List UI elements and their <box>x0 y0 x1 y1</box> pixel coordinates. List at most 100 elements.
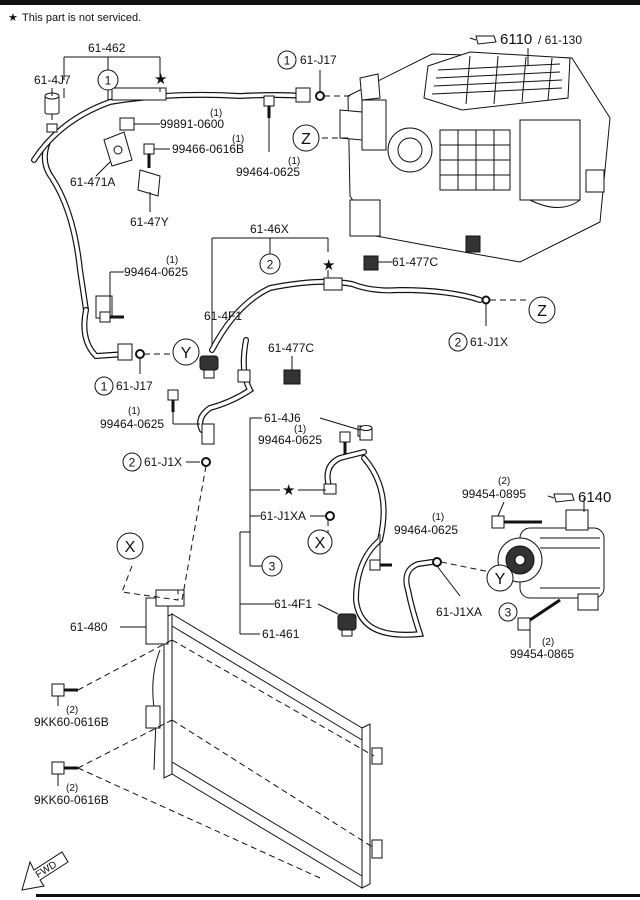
label-61-471A: 61-471A <box>70 175 115 189</box>
svg-text:2: 2 <box>129 456 136 470</box>
qty-9KK60-0616B-upper: (2) <box>66 705 78 716</box>
label-61-46X: 61-46X <box>250 222 289 236</box>
label-99464-0625-lower-left: 99464-0625 <box>258 433 322 447</box>
callout-1-top: 1 <box>97 69 119 91</box>
svg-text:Y: Y <box>495 571 506 588</box>
label-61-47Y: 61-47Y <box>130 215 169 229</box>
star-marker-461: ★ <box>282 482 295 499</box>
callout-1-j17-left: 1 <box>94 376 114 396</box>
label-6140: 6140 <box>578 489 611 506</box>
leader-lines <box>51 48 585 879</box>
label-99466-0616B: 99466-0616B <box>172 142 244 156</box>
bolt-99464-0625-left <box>99 311 124 323</box>
label-99464-0625-mid: 99464-0625 <box>100 417 164 431</box>
callout-2-j1x-right: 2 <box>448 332 468 352</box>
hose-61-46X-illustration <box>197 277 483 445</box>
label-61-462: 61-462 <box>88 41 126 55</box>
label-61-J17-top: 61-J17 <box>300 53 337 67</box>
qty-99464-0625-top: (1) <box>288 156 300 167</box>
o-ring-61-J1X-right <box>481 295 491 305</box>
svg-text:Z: Z <box>301 131 311 148</box>
star-marker-46x: ★ <box>322 257 335 274</box>
label-61-4F1-lower: 61-4F1 <box>274 597 312 611</box>
forward-arrow-icon: FWD <box>21 851 69 891</box>
svg-text:X: X <box>125 539 136 556</box>
label-99891-0600: 99891-0600 <box>160 117 224 131</box>
label-61-J1XA-lower: 61-J1XA <box>260 509 306 523</box>
bracket-61-471A <box>103 131 133 167</box>
label-61-J1X-left: 61-J1X <box>144 455 182 469</box>
bolt-99466-0616B <box>143 143 155 168</box>
svg-text:1: 1 <box>105 74 112 88</box>
callout-3-461: 3 <box>261 555 283 577</box>
label-61-130: / 61-130 <box>538 33 582 47</box>
part-61-4J7-cap <box>44 92 60 115</box>
svg-text:3: 3 <box>505 606 512 620</box>
label-61-4J7: 61-4J7 <box>34 73 71 87</box>
label-61-461: 61-461 <box>262 627 300 641</box>
label-99454-0895: 99454-0895 <box>462 487 526 501</box>
label-9KK60-0616B-upper: 9KK60-0616B <box>34 715 109 729</box>
qty-99891-0600: (1) <box>210 108 222 119</box>
label-61-J17-left: 61-J17 <box>116 379 153 393</box>
label-61-J1X-right: 61-J1X <box>470 335 508 349</box>
svg-text:1: 1 <box>101 380 108 394</box>
callout-1-j17-top: 1 <box>277 50 297 70</box>
hose-61-462-illustration <box>31 87 311 361</box>
qty-99466-0616B: (1) <box>232 134 244 145</box>
connector-z-right: Z <box>528 296 556 324</box>
svg-text:2: 2 <box>267 258 274 272</box>
label-61-477C-lower: 61-477C <box>268 341 314 355</box>
sensor-61-4F1-upper <box>199 355 219 379</box>
note-text: This part is not serviced. <box>22 12 141 24</box>
o-ring-61-J1XA-right <box>432 557 442 567</box>
qty-99454-0865: (2) <box>542 637 554 648</box>
svg-text:X: X <box>315 535 326 552</box>
connector-y-left: Y <box>172 338 200 366</box>
callout-2-j1x-left: 2 <box>122 452 142 472</box>
top-border <box>0 0 640 5</box>
star-marker-462: ★ <box>154 71 167 88</box>
label-99464-0625-top: 99464-0625 <box>236 165 300 179</box>
label-99464-0625-lower-right: 99464-0625 <box>394 523 458 537</box>
reference-book-icon-6140 <box>547 493 575 503</box>
svg-text:Z: Z <box>537 303 547 320</box>
bolt-9KK60-0616B-upper <box>51 683 78 697</box>
o-ring-61-J17-top <box>315 91 325 101</box>
condenser-illustration <box>145 589 383 889</box>
callout-3-j1xa-right: 3 <box>498 602 518 622</box>
connector-z-top: Z <box>292 124 320 152</box>
cap-61-4J6 <box>359 425 373 441</box>
svg-text:1: 1 <box>284 54 291 68</box>
label-61-4J6: 61-4J6 <box>264 411 301 425</box>
bracket-61-47Y <box>137 169 161 197</box>
sensor-61-4F1-lower <box>337 613 357 637</box>
qty-99454-0895: (2) <box>498 476 510 487</box>
label-99454-0865: 99454-0865 <box>510 647 574 661</box>
svg-text:2: 2 <box>455 336 462 350</box>
o-ring-61-J1X-left <box>201 457 211 467</box>
bolt-99464-0625-top <box>263 95 275 118</box>
bolt-99464-0625-lower-right <box>369 559 392 571</box>
clip-61-477C-lower <box>283 369 301 385</box>
qty-99464-0625-lower-left: (1) <box>294 424 306 435</box>
connector-x-left: X <box>116 532 144 560</box>
bolt-99454-0865 <box>517 598 561 631</box>
nut-99891-0600 <box>119 117 135 131</box>
label-61-477C-upper: 61-477C <box>392 255 438 269</box>
o-ring-61-J17-left <box>135 349 145 359</box>
bolt-9KK60-0616B-lower <box>51 761 78 775</box>
o-ring-61-J1XA-lower <box>325 511 335 521</box>
label-61-4F1-upper: 61-4F1 <box>204 309 242 323</box>
svg-text:3: 3 <box>269 560 276 574</box>
qty-9KK60-0616B-lower: (2) <box>66 783 78 794</box>
hvac-unit-illustration <box>339 51 611 263</box>
bolt-99464-0625-mid <box>167 389 179 412</box>
label-9KK60-0616B-lower: 9KK60-0616B <box>34 793 109 807</box>
callout-2-46x: 2 <box>259 253 281 275</box>
note-star-symbol: ★ <box>8 12 18 24</box>
label-6110: 6110 <box>500 31 532 48</box>
clip-61-477C-upper <box>363 255 379 271</box>
bottom-border <box>36 894 640 897</box>
